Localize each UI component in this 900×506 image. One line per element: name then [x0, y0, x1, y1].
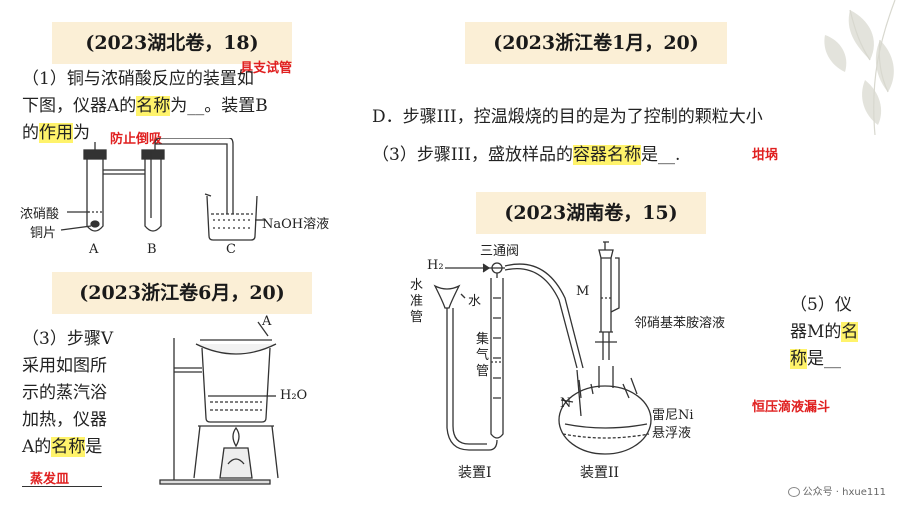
- label-raney-ni: 雷尼Ni: [652, 408, 694, 423]
- footer-text: 公众号 · hxue111: [802, 487, 886, 498]
- label-instrument-a: A: [262, 314, 272, 329]
- highlight-name: 名称: [51, 437, 86, 457]
- leaf-decoration: [824, 0, 896, 136]
- header-zhejiang-jun: (2023浙江卷6月，20): [52, 272, 312, 314]
- header-hunan: (2023湖南卷，15): [476, 192, 706, 234]
- label-water: H₂O: [280, 388, 308, 403]
- label-tube-a: A: [89, 242, 99, 257]
- label-water: 水: [468, 294, 482, 309]
- hunan-question-5: （5）仪 器M的名 称是__: [790, 292, 890, 373]
- highlight-name: 名称: [136, 96, 171, 116]
- footer-watermark: 公众号 · hxue111: [787, 483, 886, 498]
- hubei-line-2: 下图，仪器A的名称为__。装置B: [22, 93, 332, 120]
- hubei-line-3: 的作用为: [22, 120, 332, 147]
- copper-nitric-apparatus-diagram: [60, 138, 265, 241]
- label-tube-b: B: [147, 242, 157, 257]
- hubei-line-1: （1）铜与浓硝酸反应的装置如: [22, 69, 254, 89]
- label-beaker-c: C: [226, 242, 236, 257]
- zj-jun-line-4: 加热，仪器: [22, 410, 107, 430]
- text: 下图，仪器A的: [22, 96, 137, 116]
- label-naoh-solution: NaOH溶液: [262, 217, 330, 232]
- hunan-q5-line-1: （5）仪: [790, 295, 852, 315]
- highlight-container-name: 容器名称: [572, 145, 641, 165]
- highlight-name-1: 名: [841, 322, 859, 342]
- hunan-q5-line-2: 器M的名: [790, 319, 890, 346]
- answer-evaporating-dish: 蒸发皿: [30, 472, 70, 487]
- answer-instrument-a-name: 具支试管: [240, 61, 293, 76]
- answer-crucible: 坩埚: [752, 148, 779, 163]
- label-reagent-solution: 邻硝基苯胺溶液: [634, 316, 726, 331]
- zj-jun-line-1: （3）步骤V: [22, 329, 114, 349]
- label-suspension: 悬浮液: [652, 426, 692, 441]
- label-n: N: [560, 396, 572, 411]
- label-device-1: 装置I: [458, 465, 492, 481]
- label-three-way-valve: 三通阀: [480, 244, 520, 259]
- text: 为__。装置B: [170, 96, 268, 116]
- text: 是__.: [640, 145, 681, 165]
- header-zhejiang-jan: (2023浙江卷1月，20): [465, 22, 727, 64]
- label-device-2: 装置II: [580, 465, 620, 481]
- hydrogenation-apparatus-diagram: [433, 241, 652, 455]
- zhejiang-jan-option-d: D．步骤III，控温煅烧的目的是为了控制的颗粒大小: [372, 107, 763, 127]
- label-h2: H₂: [427, 258, 444, 273]
- highlight-role: 作用: [39, 123, 73, 143]
- label-gas-collecting-tube: 集气管: [476, 332, 490, 379]
- hunan-q5-line-3: 称是__: [790, 346, 890, 373]
- text: 是: [85, 437, 103, 457]
- answer-device-b-role: 防止倒吸: [110, 132, 163, 147]
- label-level-tube: 水准管: [410, 278, 424, 325]
- answer-underline: [22, 486, 102, 487]
- zj-jun-line-3: 示的蒸汽浴: [22, 383, 107, 403]
- text: 的: [22, 123, 39, 143]
- text: A的: [22, 437, 52, 457]
- text: 器M的: [790, 322, 842, 342]
- label-conc-nitric-acid: 浓硝酸: [20, 207, 60, 222]
- hubei-question: （1）铜与浓硝酸反应的装置如 下图，仪器A的名称为__。装置B 的作用为: [22, 66, 332, 147]
- zhejiang-jan-question-3: （3）步骤III，盛放样品的容器名称是__.: [372, 142, 680, 169]
- text: 是__: [807, 349, 841, 369]
- zhejiang-jun-question: （3）步骤V 采用如图所 示的蒸汽浴 加热，仪器 A的名称是: [22, 326, 142, 461]
- steam-bath-apparatus-diagram: [159, 321, 279, 485]
- label-copper-sheet: 铜片: [30, 226, 57, 241]
- text: （3）步骤III，盛放样品的: [372, 145, 573, 165]
- zj-jun-line-5: A的名称是: [22, 434, 142, 461]
- label-funnel-m: M: [576, 284, 590, 299]
- highlight-name-2: 称: [790, 349, 807, 369]
- header-hubei: (2023湖北卷，18): [52, 22, 292, 64]
- wechat-icon: [787, 487, 800, 497]
- text: 为: [73, 123, 90, 143]
- zj-jun-line-2: 采用如图所: [22, 356, 107, 376]
- answer-constant-pressure-funnel: 恒压滴液漏斗: [752, 400, 831, 415]
